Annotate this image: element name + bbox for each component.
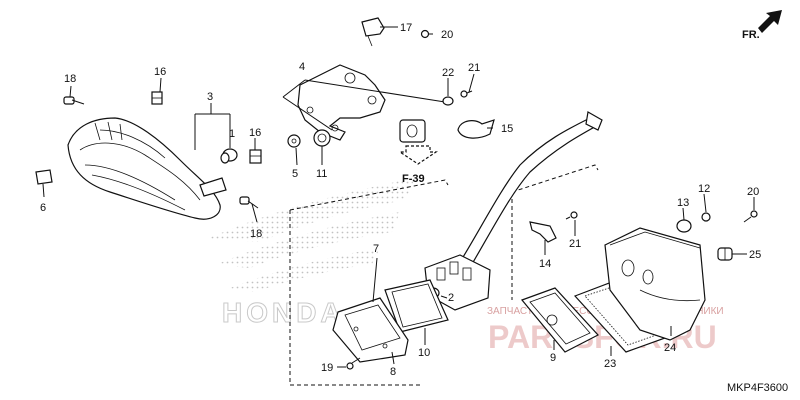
front-direction-indicator: FR. xyxy=(742,10,782,41)
callout-11: 11 xyxy=(316,168,327,180)
clip-17 xyxy=(361,17,385,47)
clamp-14 xyxy=(529,221,557,243)
callout-13: 13 xyxy=(677,197,689,209)
callout-labels: 1 2 3 4 5 6 7 8 9 10 11 12 13 14 15 16 1… xyxy=(40,22,788,394)
clamp-15 xyxy=(457,119,495,139)
callout-2: 2 xyxy=(448,292,454,304)
honda-brand-watermark: HONDA xyxy=(222,297,345,328)
nut-16-top xyxy=(151,91,163,105)
rear-housing-24 xyxy=(604,227,706,341)
license-lens-8 xyxy=(332,297,409,363)
tail-housing-assembly xyxy=(67,117,227,220)
callout-21-top: 21 xyxy=(468,62,480,74)
callout-8: 8 xyxy=(390,366,396,378)
bracket-4 xyxy=(297,64,386,141)
callout-4: 4 xyxy=(299,61,305,73)
gasket-10 xyxy=(384,279,449,333)
grommet-1 xyxy=(220,148,238,164)
callout-3: 3 xyxy=(207,91,213,103)
gasket-9 xyxy=(520,287,599,353)
callout-20-lower: 20 xyxy=(747,186,759,198)
callout-17: 17 xyxy=(400,22,412,34)
callout-21-lower: 21 xyxy=(569,238,581,250)
rear-section-outline xyxy=(289,164,599,386)
callout-22: 22 xyxy=(442,67,454,79)
leader-lines xyxy=(42,26,755,368)
screw-20-lower xyxy=(743,210,758,223)
bracket-4-guide-lines xyxy=(282,79,446,131)
nut-16-lower xyxy=(249,149,262,164)
callout-14: 14 xyxy=(539,258,551,270)
callout-10: 10 xyxy=(418,347,430,359)
callout-18-lower: 18 xyxy=(250,228,262,240)
diagram-code: MKP4F3600 xyxy=(727,382,788,394)
license-light-harness xyxy=(459,111,603,265)
callout-12: 12 xyxy=(698,183,710,195)
grommet-box xyxy=(399,119,426,143)
callout-24: 24 xyxy=(664,342,676,354)
callout-16-top: 16 xyxy=(154,66,166,78)
callout-6: 6 xyxy=(40,202,46,214)
screw-21-top xyxy=(460,90,473,98)
callout-20-top: 20 xyxy=(441,29,453,41)
front-label: FR. xyxy=(742,29,760,41)
cushion-6 xyxy=(35,169,53,185)
callout-15: 15 xyxy=(501,123,513,135)
honda-wing-watermark xyxy=(205,178,415,292)
callout-19: 19 xyxy=(321,362,333,374)
callout-16-lower: 16 xyxy=(249,127,261,139)
washer-22 xyxy=(442,96,454,106)
callout-23: 23 xyxy=(604,358,616,370)
nut-12 xyxy=(701,212,711,222)
nut-13 xyxy=(676,219,692,233)
callout-7: 7 xyxy=(373,243,379,255)
ref-f39-arrow xyxy=(398,145,438,165)
callout-18-top: 18 xyxy=(64,73,76,85)
screw-18-lower xyxy=(239,196,259,209)
callout-25: 25 xyxy=(749,249,761,261)
screw-19 xyxy=(346,357,361,370)
grommet-11 xyxy=(313,129,331,147)
collar-5 xyxy=(287,134,301,148)
callout-9: 9 xyxy=(550,352,556,364)
callout-1: 1 xyxy=(229,128,235,140)
front-arrow-icon xyxy=(758,10,782,33)
callout-5: 5 xyxy=(292,168,298,180)
reference-f39: F-39 xyxy=(402,173,425,185)
screw-21-lower xyxy=(565,211,578,220)
collar-25 xyxy=(717,247,733,261)
screw-20-top xyxy=(420,29,430,39)
screw-18-top xyxy=(63,96,85,105)
